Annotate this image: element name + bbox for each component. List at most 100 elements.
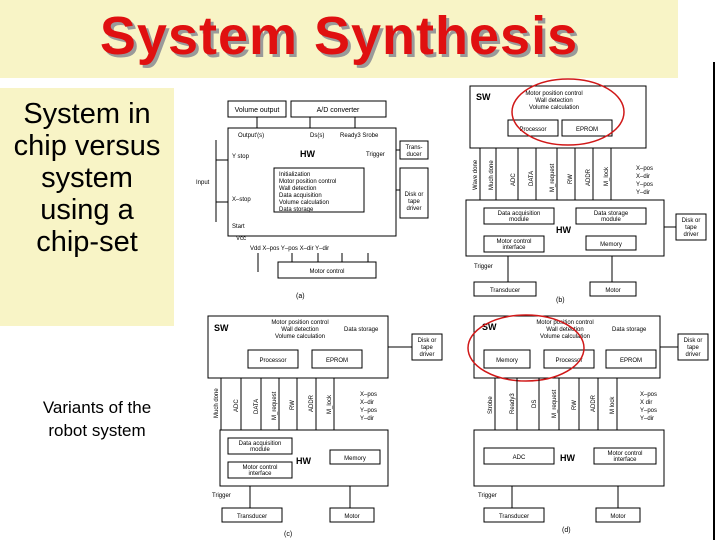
b-signal: DATA — [529, 171, 535, 186]
b-motor-box — [589, 281, 637, 297]
b-processor-box — [507, 119, 559, 137]
b-transducer-label: Transducer — [490, 288, 520, 294]
b-motor-if-box — [483, 235, 545, 253]
a-trigger-label: Trigger — [366, 152, 385, 158]
a-transducer-label: Trans- — [405, 145, 422, 151]
d-eprom-label: EPROM — [620, 358, 642, 364]
b-disk-label: Disk or — [682, 218, 701, 224]
c-right-signal: X–pos — [360, 392, 377, 398]
b-signal: ADC — [511, 173, 517, 186]
d-right-signal: Y–pos — [640, 408, 657, 414]
c-data-storage-label: Data storage — [344, 327, 379, 333]
d-eprom-box — [605, 349, 657, 369]
a-disk-box — [399, 167, 429, 219]
title-bar — [0, 0, 678, 78]
a-disk-label: driver — [406, 206, 421, 212]
b-hw-box — [465, 199, 665, 257]
a-motor-control-box — [277, 261, 377, 279]
diagram-b: SW Motor position control Wall detection… — [465, 78, 707, 304]
c-motor-if-label: Motor control — [242, 465, 277, 471]
c-right-signal: Y–dir — [360, 416, 374, 422]
b-right-signal: X–dir — [636, 174, 650, 180]
c-sw-function: Volume calculation — [275, 334, 325, 340]
c-disk-label: tape — [421, 345, 433, 351]
b-disk-label: tape — [685, 225, 697, 231]
b-right-signal: Y–dir — [636, 190, 650, 196]
d-trigger-label: Trigger — [478, 493, 497, 499]
a-bottom-signals: Vdd X–pos Y–pos X–dir Y–dir — [250, 246, 329, 252]
a-volume-output-label: Volume output — [235, 107, 280, 114]
b-right-signal: X–pos — [636, 166, 653, 172]
c-signal: ADC — [234, 399, 240, 412]
d-disk-label: Disk or — [684, 338, 703, 344]
c-memory-label: Memory — [344, 456, 366, 462]
d-signal: ADDR — [591, 394, 597, 412]
d-adc-label: ADC — [513, 455, 526, 461]
left-text-panel: System in chip versus system using a chi… — [0, 88, 174, 326]
d-motor-if-box — [593, 447, 657, 465]
c-right-signal: X–dir — [360, 400, 374, 406]
d-memory-box — [483, 349, 531, 369]
a-disk-label: Disk or — [405, 192, 424, 198]
d-signal: M_request — [552, 389, 558, 418]
a-ready-strobe: Ready3 Srobe — [340, 133, 379, 139]
c-sw-function: Wall detection — [281, 327, 318, 333]
diagram-d: SW Motor position control Wall detection… — [467, 314, 709, 534]
a-ad-converter-box — [290, 100, 387, 118]
a-x-stop: X–stop — [232, 197, 251, 203]
b-data-acq-label: module — [509, 217, 529, 223]
c-processor-label: Processor — [259, 358, 286, 364]
a-hw-label: HW — [300, 149, 315, 159]
c-signal: Much done — [214, 388, 220, 418]
c-transducer-label: Transducer — [237, 514, 267, 520]
c-disk-label: Disk or — [418, 338, 437, 344]
left-text-line: using a — [40, 194, 134, 226]
c-data-acq-label: Data acquisition — [239, 441, 282, 447]
a-function: Data storage — [279, 207, 314, 213]
d-signal: Ready3 — [510, 393, 516, 414]
d-sw-function: Wall detection — [546, 327, 583, 333]
b-highlight-circle — [511, 78, 625, 146]
b-signal: M_lock — [604, 166, 610, 186]
diagram-c: SW Motor position control Wall detection… — [207, 315, 443, 538]
b-sw-box — [469, 85, 647, 149]
d-caption: (d) — [562, 527, 571, 534]
a-disk-label: tape — [408, 199, 420, 205]
a-ds-s: Ds(s) — [310, 133, 324, 139]
a-function: Volume calculation — [279, 200, 329, 206]
c-motor-box — [329, 507, 375, 523]
b-signal: Wave done — [473, 159, 479, 190]
b-trigger-label: Trigger — [474, 264, 493, 270]
b-signal: RW — [568, 174, 574, 184]
b-memory-label: Memory — [600, 242, 622, 248]
b-signal: ADDR — [586, 168, 592, 186]
c-trigger-label: Trigger — [212, 493, 231, 499]
c-memory-box — [329, 449, 381, 465]
c-hw-label: HW — [296, 456, 311, 466]
d-right-signal: X–pos — [640, 392, 657, 398]
c-signal: M_request — [272, 391, 278, 420]
b-motor-if-label: Motor control — [496, 239, 531, 245]
b-data-acq-label: Data acquisition — [498, 211, 541, 217]
a-input-label: Input — [196, 180, 210, 186]
d-motor-if-label: interface — [613, 457, 637, 463]
b-motor-if-label: interface — [502, 245, 526, 251]
left-text-line: system — [41, 162, 133, 194]
b-hw-label: HW — [556, 225, 571, 235]
c-motor-if-label: interface — [248, 471, 272, 477]
c-transducer-box — [221, 507, 283, 523]
b-caption: (b) — [556, 297, 565, 304]
diagram-a: Volume output A/D converter Output'(s) D… — [196, 100, 429, 300]
b-signal: Much done — [489, 160, 495, 190]
d-transducer-box — [483, 507, 545, 523]
d-hw-box — [473, 429, 665, 487]
d-disk-label: tape — [687, 345, 699, 351]
c-hw-box — [219, 429, 389, 487]
b-transducer-box — [473, 281, 537, 297]
left-text-line: chip versus — [13, 130, 161, 162]
b-sw-function: Wall detection — [535, 98, 572, 104]
d-disk-label: driver — [685, 352, 700, 358]
a-motor-control-label: Motor control — [309, 269, 344, 275]
c-motor-label: Motor — [344, 514, 359, 520]
